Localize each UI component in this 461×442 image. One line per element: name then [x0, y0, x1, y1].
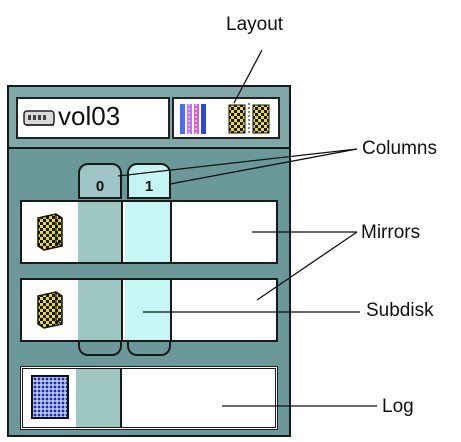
- log-disk-icon: [31, 375, 69, 419]
- subdisk-callout-label: Subdisk: [366, 300, 434, 321]
- subdisk-col-1[interactable]: [125, 202, 172, 262]
- mirror-disk-icon: [37, 213, 63, 251]
- column-header-0[interactable]: 0: [78, 163, 122, 199]
- subdisk-col-1[interactable]: [125, 280, 172, 340]
- volume-drive-icon: [23, 110, 55, 126]
- mirror-row-1[interactable]: [20, 200, 278, 264]
- log-callout-label: Log: [382, 396, 414, 417]
- volume-name: vol03: [58, 101, 121, 131]
- column-header-1[interactable]: 1: [127, 163, 171, 199]
- column-tail-0: [78, 342, 122, 356]
- column-tail-1: [127, 342, 171, 356]
- columns-callout-label: Columns: [362, 138, 437, 159]
- mirrors-callout-label: Mirrors: [361, 222, 421, 243]
- subdisk-col-0[interactable]: [78, 280, 123, 340]
- mirror-row-2[interactable]: [20, 278, 278, 342]
- mirror-disk-icon: [37, 291, 63, 329]
- striped-columns-icon: [180, 104, 206, 134]
- mirrored-disks-layout-icon: [228, 103, 270, 135]
- log-subdisk[interactable]: [76, 369, 122, 427]
- layout-callout-label: Layout: [226, 14, 284, 35]
- subdisk-col-0[interactable]: [78, 202, 123, 262]
